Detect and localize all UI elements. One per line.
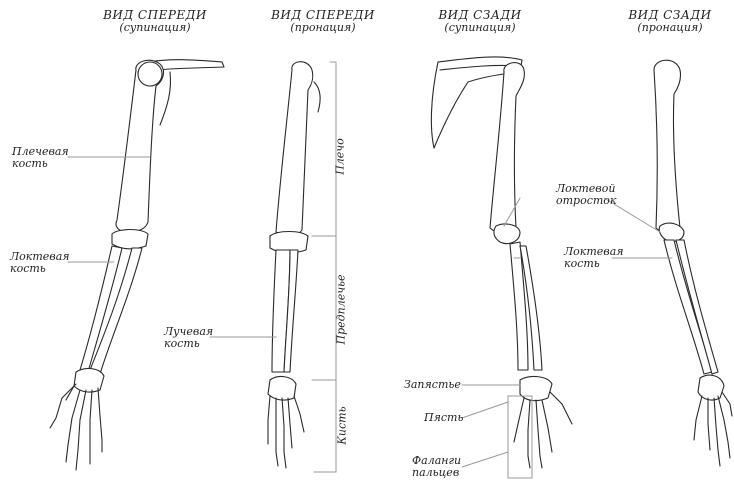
hand-back-supination xyxy=(514,392,572,468)
label-line: кость xyxy=(12,158,69,170)
view-title-sub: (пронация) xyxy=(620,22,720,34)
arm-back-pronation xyxy=(654,60,732,466)
hand-back-pronation xyxy=(694,392,732,466)
humerus-shape xyxy=(276,62,313,236)
wrist-shape xyxy=(74,369,104,393)
label-ulna-front: Локтевая кость xyxy=(10,251,70,275)
view-title: ВИД СПЕРЕДИ (супинация) xyxy=(100,9,210,33)
view-title: ВИД СЗАДИ (пронация) xyxy=(620,9,720,33)
label-radius: Лучевая кость xyxy=(164,326,213,350)
humerus-shape xyxy=(116,60,163,232)
segment-label-forearm: Предплечье xyxy=(335,275,348,345)
view-title-main: ВИД СПЕРЕДИ xyxy=(268,9,378,22)
label-line: кость xyxy=(564,258,624,270)
humerus-head-shape xyxy=(138,62,162,86)
label-phalanges: Фаланги пальцев xyxy=(412,455,461,479)
view-title-main: ВИД СПЕРЕДИ xyxy=(100,9,210,22)
arm-back-supination xyxy=(431,57,572,468)
view-title: ВИД СПЕРЕДИ (пронация) xyxy=(268,9,378,33)
label-ulna-back: Локтевая кость xyxy=(564,246,624,270)
view-title-main: ВИД СЗАДИ xyxy=(620,9,720,22)
label-line: кость xyxy=(164,338,213,350)
wrist-shape xyxy=(520,377,552,401)
view-title: ВИД СЗАДИ (супинация) xyxy=(425,9,535,33)
label-line: пальцев xyxy=(412,467,461,479)
label-wrist: Запястье xyxy=(404,379,461,391)
label-olecranon: Локтевой отросток xyxy=(556,183,617,207)
elbow-joint-shape xyxy=(659,223,684,241)
hand-front-pronation xyxy=(268,396,304,468)
arm-front-supination xyxy=(50,60,224,470)
segment-bracket xyxy=(312,62,336,472)
view-title-sub: (пронация) xyxy=(268,22,378,34)
humerus-shape xyxy=(654,60,681,232)
wrist-shape xyxy=(268,377,296,401)
arm-front-pronation xyxy=(268,62,320,468)
elbow-joint-shape xyxy=(112,230,148,249)
label-line: кость xyxy=(10,263,70,275)
shoulder-hint-shape xyxy=(314,82,320,112)
label-humerus: Плечевая кость xyxy=(12,146,69,170)
label-line: отросток xyxy=(556,195,617,207)
segment-label-shoulder: Плечо xyxy=(334,137,347,177)
view-title-main: ВИД СЗАДИ xyxy=(425,9,535,22)
humerus-shape xyxy=(490,63,524,233)
label-line: Пясть xyxy=(424,412,463,424)
label-metacarpus: Пясть xyxy=(424,412,463,424)
radius-shape xyxy=(676,240,718,374)
segment-label-hand: Кисть xyxy=(336,406,349,446)
label-line: Запястье xyxy=(404,379,461,391)
elbow-joint-shape xyxy=(494,224,520,244)
view-title-sub: (супинация) xyxy=(100,22,210,34)
hand-front-supination xyxy=(50,384,102,470)
view-title-sub: (супинация) xyxy=(425,22,535,34)
